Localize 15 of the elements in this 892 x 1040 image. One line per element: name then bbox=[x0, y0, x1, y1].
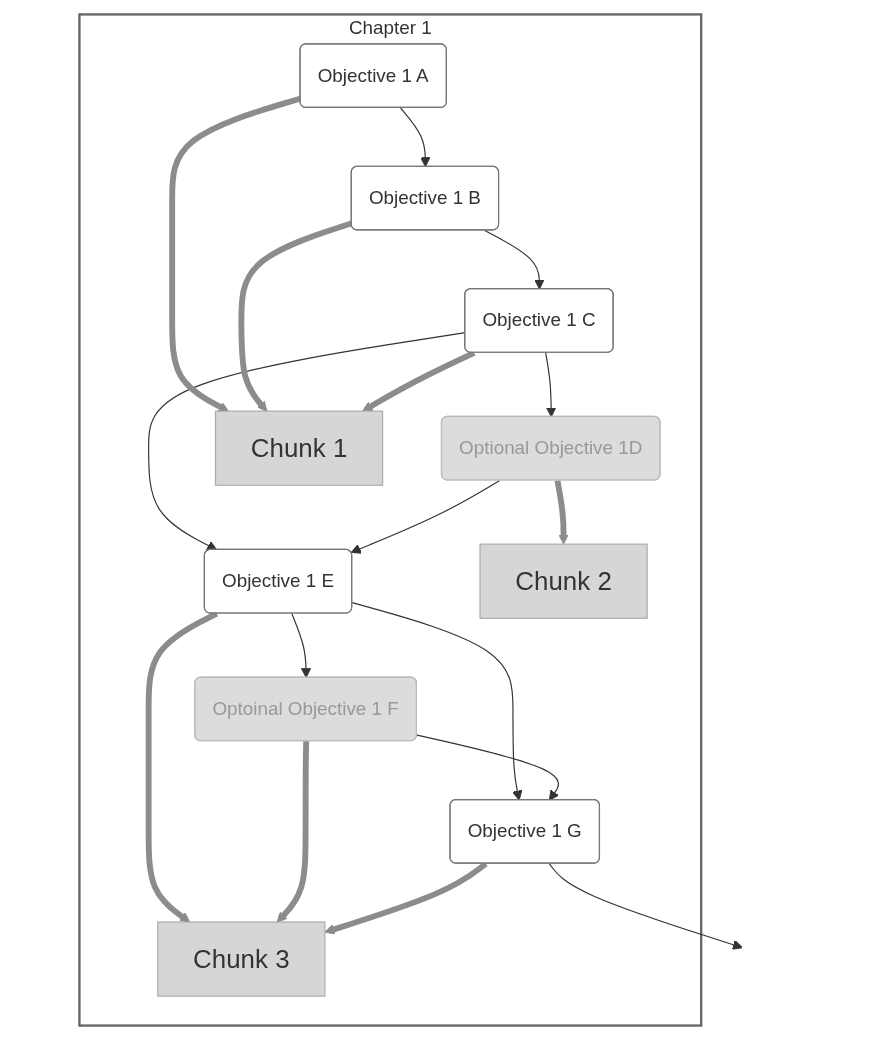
arrow bbox=[544, 352, 557, 418]
arrow bbox=[416, 734, 559, 801]
arrow bbox=[483, 229, 545, 290]
node-box: Chunk 2 bbox=[479, 543, 648, 619]
arrow bbox=[548, 863, 743, 950]
arrow bbox=[361, 350, 476, 412]
arrow bbox=[290, 613, 311, 679]
arrow bbox=[554, 480, 569, 545]
arrow bbox=[351, 602, 523, 801]
arrow bbox=[399, 107, 431, 168]
arrow bbox=[238, 220, 353, 412]
arrow bbox=[276, 741, 309, 923]
node-box: Chunk 1 bbox=[214, 410, 383, 486]
arrow bbox=[350, 479, 501, 554]
node-box: Chunk 3 bbox=[157, 921, 326, 997]
